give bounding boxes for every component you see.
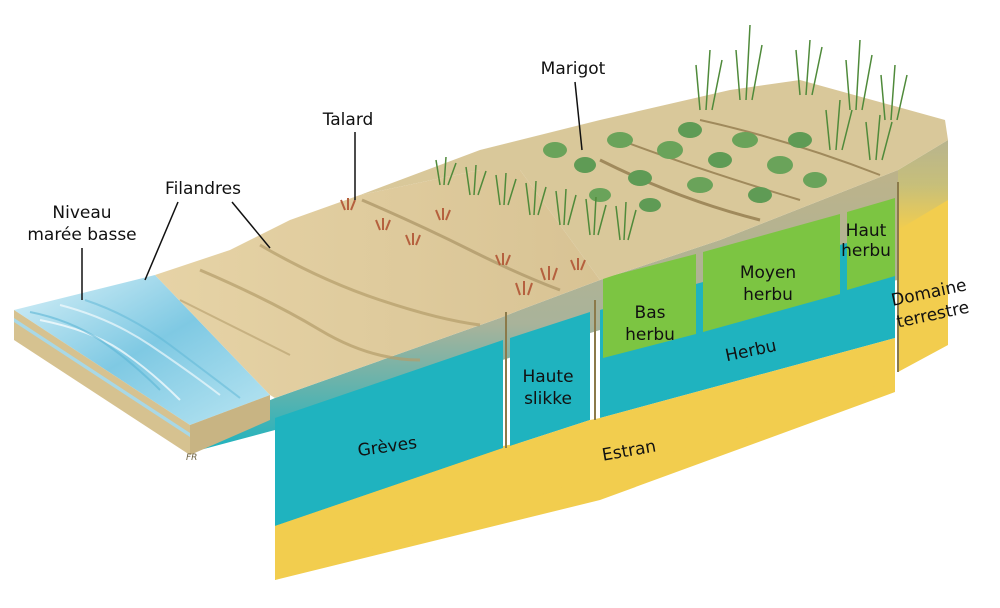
zone-bas-herbu-line2: herbu — [625, 325, 675, 345]
panel-dividers — [505, 182, 899, 448]
label-marigot: Marigot — [541, 59, 606, 79]
zone-haut-herbu-line2: herbu — [841, 241, 891, 261]
zone-haut-herbu-line1: Haut — [846, 221, 887, 241]
zone-moyen-herbu-line2: herbu — [743, 285, 793, 305]
filandre-channel — [259, 243, 481, 327]
zone-haute-slikke-line1: Haute — [522, 367, 573, 387]
zone-moyen-herbu-line1: Moyen — [740, 263, 796, 283]
marsh-surface — [360, 80, 948, 280]
haute-slikke-panel — [510, 312, 590, 446]
soil-front-face — [200, 170, 898, 450]
label-talard: Talard — [322, 110, 374, 130]
zone-haute-slikke-line2: slikke — [524, 389, 572, 409]
water-edge-block — [14, 275, 270, 455]
label-filandres: Filandres — [165, 179, 241, 199]
label-niveau-line1: Niveau — [52, 203, 111, 223]
bas-herbu-panel — [603, 254, 696, 358]
grass-tufts — [435, 24, 908, 241]
marsh-vegetation — [543, 122, 827, 212]
greves-panel — [275, 340, 503, 526]
marigot-channel — [619, 139, 801, 201]
marigot-channel — [599, 158, 761, 222]
filandre-channel — [199, 268, 421, 362]
salicornia-plants — [340, 198, 586, 296]
estran-bar — [275, 338, 895, 580]
label-niveau-line2: marée basse — [27, 225, 136, 245]
leader-lines — [81, 81, 583, 300]
zone-bas-herbu-line1: Bas — [635, 303, 666, 323]
talard-step — [361, 198, 561, 292]
mudflat-surface — [155, 170, 600, 398]
artist-signature: FR — [186, 453, 197, 463]
moyen-herbu-panel — [703, 214, 840, 332]
haut-herbu-panel — [847, 198, 895, 290]
filandre-channel — [179, 299, 291, 356]
